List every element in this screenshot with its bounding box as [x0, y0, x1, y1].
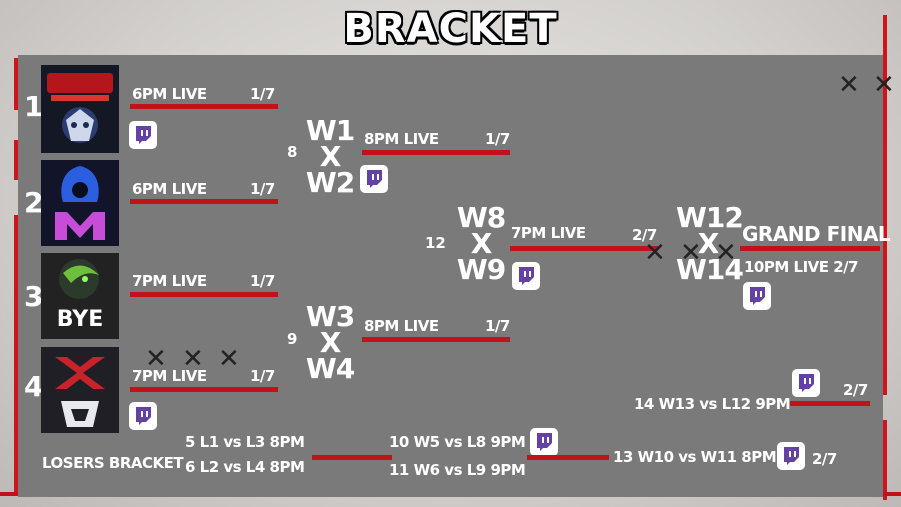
match-9-w1: W3 — [305, 300, 355, 333]
eliminated-x-mark: ✕ — [218, 344, 240, 374]
team-2-logo — [41, 160, 119, 246]
match-14-bar — [790, 401, 870, 406]
frame-right-bottom — [883, 420, 887, 500]
grand-final-title: GRAND FINAL — [742, 222, 891, 246]
match-9-time: 8PM LIVE — [364, 317, 439, 335]
eliminated-x-mark: ✕ — [145, 344, 167, 374]
r1-m1-date: 1/7 — [250, 85, 275, 103]
match-9-date: 1/7 — [485, 317, 510, 335]
match-12-x: X — [470, 227, 493, 260]
match-8-w1: W1 — [305, 114, 355, 147]
match-14-text: 14 W13 vs L12 9PM — [634, 395, 791, 413]
twitch-icon[interactable] — [512, 262, 540, 290]
seed-4: 4 — [24, 370, 44, 403]
r1-m3-bar — [130, 292, 278, 297]
match-12-w1: W8 — [456, 201, 506, 234]
r1-m1-bar — [130, 104, 278, 109]
eliminated-x-mark: ✕ — [715, 238, 737, 268]
r1-m2-date: 1/7 — [250, 180, 275, 198]
eliminated-x-mark: ✕ — [838, 70, 860, 100]
r1-m3-date: 1/7 — [250, 272, 275, 290]
match-9-x: X — [319, 326, 342, 359]
eliminated-x-mark: ✕ — [873, 70, 895, 100]
losers-bracket-label: LOSERS BRACKET — [42, 454, 184, 472]
losers-bar-1 — [312, 455, 392, 460]
twitch-icon[interactable] — [792, 369, 820, 397]
eliminated-x-mark: ✕ — [182, 344, 204, 374]
r1-m4-bar — [130, 387, 278, 392]
match-9-number: 9 — [287, 330, 298, 348]
bracket-panel — [18, 55, 883, 497]
seed-2: 2 — [24, 186, 44, 219]
final-w2: W14 — [676, 253, 744, 286]
losers-bar-2 — [527, 455, 609, 460]
match-5: 5 L1 vs L3 8PM — [185, 433, 305, 451]
final-bar — [740, 246, 880, 251]
r1-m1-time: 6PM LIVE — [132, 85, 207, 103]
frame-left-bottom — [14, 215, 18, 495]
match-13-date: 2/7 — [812, 450, 837, 468]
match-8-date: 1/7 — [485, 130, 510, 148]
eliminated-x-mark: ✕ — [680, 238, 702, 268]
match-11: 11 W6 vs L9 9PM — [389, 461, 526, 479]
match-12-number: 12 — [425, 234, 446, 252]
twitch-icon[interactable] — [360, 165, 388, 193]
twitch-icon[interactable] — [129, 402, 157, 430]
match-13: 13 W10 vs W11 8PM — [613, 448, 777, 466]
final-x: X — [697, 227, 720, 260]
team-3-logo: BYE — [41, 253, 119, 339]
match-8-x: X — [319, 140, 342, 173]
frame-right-top — [883, 15, 887, 395]
match-6: 6 L2 vs L4 8PM — [185, 458, 305, 476]
match-12-time: 7PM LIVE — [511, 224, 586, 242]
match-8-w2: W2 — [305, 166, 355, 199]
match-8-time: 8PM LIVE — [364, 130, 439, 148]
match-12-bar — [510, 246, 658, 251]
match-12-date: 2/7 — [632, 226, 657, 244]
twitch-icon[interactable] — [743, 282, 771, 310]
final-time: 10PM LIVE 2/7 — [744, 258, 859, 276]
final-w1: W12 — [676, 201, 744, 234]
match-8-number: 8 — [287, 143, 298, 161]
twitch-icon[interactable] — [530, 428, 558, 456]
twitch-icon[interactable] — [777, 442, 805, 470]
match-14-date: 2/7 — [843, 381, 868, 399]
match-12-w2: W9 — [456, 253, 506, 286]
frame-left-top — [14, 58, 18, 110]
r1-m4-date: 1/7 — [250, 367, 275, 385]
team-1-logo — [41, 65, 119, 153]
r1-m2-time: 6PM LIVE — [132, 180, 207, 198]
match-9-bar — [362, 337, 510, 342]
twitch-icon[interactable] — [129, 121, 157, 149]
team-4-logo — [41, 347, 119, 433]
match-9-w2: W4 — [305, 352, 355, 385]
match-10: 10 W5 vs L8 9PM — [389, 433, 526, 451]
seed-1: 1 — [24, 90, 44, 123]
page-title: BRACKET — [343, 6, 558, 52]
team-3-bye-label: BYE — [56, 307, 104, 332]
r1-m3-time: 7PM LIVE — [132, 272, 207, 290]
seed-3: 3 — [24, 280, 44, 313]
r1-m2-bar — [130, 199, 278, 204]
r1-m4-time: 7PM LIVE — [132, 367, 207, 385]
eliminated-x-mark: ✕ — [644, 238, 666, 268]
match-8-bar — [362, 150, 510, 155]
frame-left-mid — [14, 140, 18, 180]
